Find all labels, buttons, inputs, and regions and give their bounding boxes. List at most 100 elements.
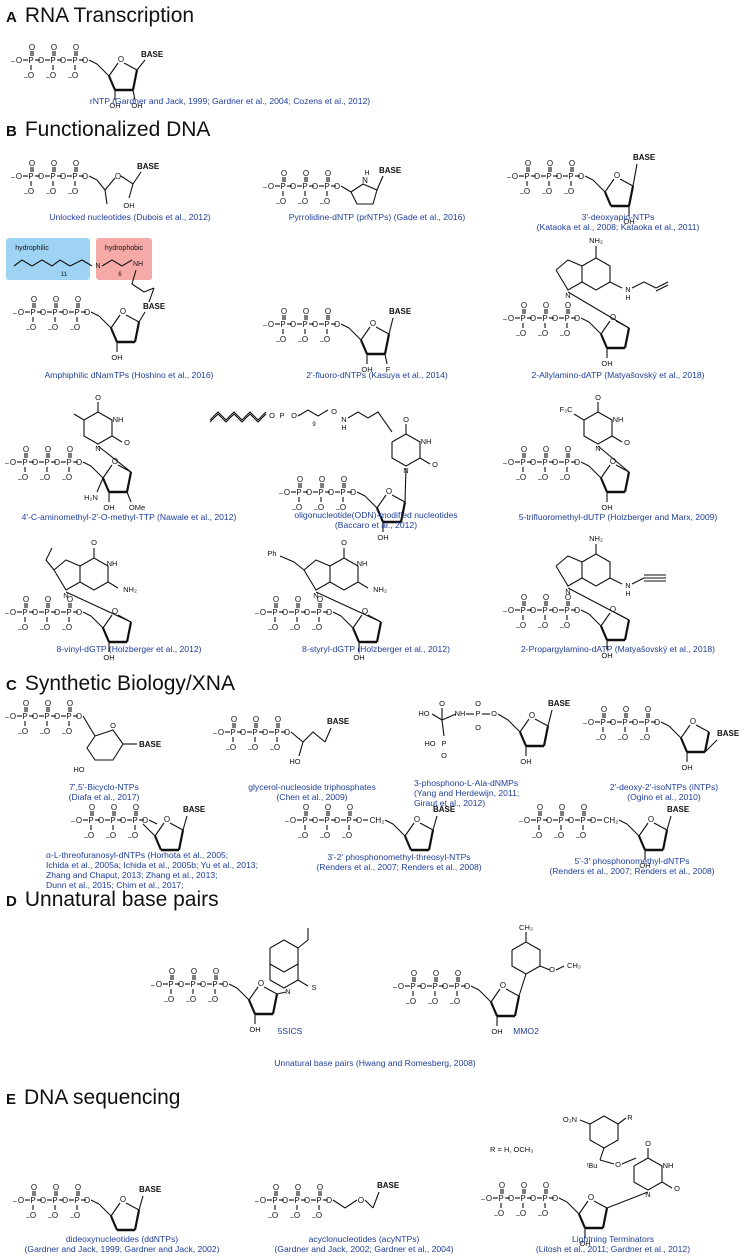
bond-line <box>391 494 406 503</box>
ring-oxygen-label: O <box>610 313 616 322</box>
oxygen-label: O <box>45 699 51 708</box>
oxygen-label: O <box>403 415 409 424</box>
oxygen-label: O <box>190 995 196 1004</box>
oxygen-label: O <box>312 320 318 329</box>
phosphorus-label: P <box>524 172 529 181</box>
phosphorus-label: P <box>230 728 235 737</box>
ring-oxygen-label: O <box>610 605 616 614</box>
charge-label: – <box>298 338 302 345</box>
bond-line <box>638 822 649 837</box>
phosphorus-label: P <box>498 1194 503 1203</box>
oxygen-label: O <box>60 56 66 65</box>
section-c-header: C Synthetic Biology/XNA <box>6 672 235 696</box>
bond-line <box>148 287 155 303</box>
oxygen-label: O <box>282 608 288 617</box>
oxygen-label: O <box>290 816 296 825</box>
oxygen-label: O <box>530 458 536 467</box>
oxygen-label: O <box>53 1183 59 1192</box>
charge-label: – <box>186 998 190 1005</box>
charge-label: – <box>268 1214 272 1221</box>
caption-line: Zhang and Chaput, 2013; Zhang et al., 20… <box>46 870 218 880</box>
phosphorus-label: P <box>274 728 279 737</box>
vinyl-group <box>45 547 55 571</box>
amine-label: NH₂ <box>123 585 137 594</box>
bond-line <box>427 829 435 851</box>
ring-oxygen-label: O <box>118 55 124 64</box>
oxygen-label: O <box>294 1211 300 1220</box>
bond-line <box>340 185 352 193</box>
bond-line <box>505 988 520 997</box>
bond-line <box>263 986 278 995</box>
amide-label: NH <box>455 709 466 718</box>
charge-label: – <box>560 476 564 483</box>
hydroxyl-label: OH <box>361 365 372 374</box>
oxygen-label: O <box>498 1209 504 1218</box>
base-label: BASE <box>139 740 162 749</box>
oxygen-label: O <box>32 608 38 617</box>
phosphorus-label: P <box>280 320 285 329</box>
amide-label: NH <box>421 437 432 446</box>
glycerol-chain <box>290 731 326 743</box>
section-title: DNA sequencing <box>24 1086 181 1109</box>
oxygen-label: O <box>32 712 38 721</box>
oxygen-label: O <box>282 1196 288 1205</box>
section-d-header: D Unnatural base pairs <box>6 888 219 912</box>
methyl-label: CH₃ <box>567 961 581 970</box>
bond-line <box>519 718 530 733</box>
oxygen-label: O <box>521 1181 527 1190</box>
oxygen-label: O <box>454 997 460 1006</box>
oxygen-label: O <box>520 621 526 630</box>
oxygen-label: O <box>67 445 73 454</box>
oxygen-label: O <box>542 621 548 630</box>
oxygen-label: O <box>23 595 29 604</box>
charge-label: – <box>542 190 546 197</box>
phosphorus-label: P <box>168 980 173 989</box>
phosphorus-label: P <box>190 980 195 989</box>
oxygen-label: O <box>341 475 347 484</box>
oxygen-label: O <box>475 723 481 732</box>
oxygen-label: O <box>486 1194 492 1203</box>
nitrogen-label: N <box>625 581 630 590</box>
phosphorus-label: P <box>74 1196 79 1205</box>
charge-label: – <box>596 736 600 743</box>
bond-line <box>82 715 96 737</box>
repeat-subscript: 6 <box>118 272 122 278</box>
charge-label: – <box>62 476 66 483</box>
bond-line <box>470 985 480 991</box>
pyrimidine-ring <box>79 557 109 591</box>
hydrophobic-label: hydrophobic <box>105 245 144 252</box>
section-title: Synthetic Biology/XNA <box>24 672 235 695</box>
phosphorus-label: P <box>302 320 307 329</box>
bond-line <box>228 983 238 989</box>
oxygen-label: O <box>73 159 79 168</box>
oxygen-label: O <box>54 458 60 467</box>
charge-label: – <box>106 834 110 841</box>
charge-label: – <box>255 610 259 617</box>
charge-label: – <box>583 720 587 727</box>
phosphorus-label: P <box>66 608 71 617</box>
pyrimidine-ring <box>581 553 611 587</box>
charge-label: – <box>298 200 302 207</box>
charge-label: – <box>26 1214 30 1221</box>
oxygen-label: O <box>74 323 80 332</box>
caption-line: 3'-2' phosphonomethyl-threosyl-NTPs <box>327 852 471 862</box>
repeat-subscript: 9 <box>312 422 316 428</box>
oxygen-label: O <box>543 301 549 310</box>
phosphorus-label: P <box>546 172 551 181</box>
charge-label: – <box>618 736 622 743</box>
oxygen-label: O <box>411 969 417 978</box>
oxygen-label: O <box>120 816 126 825</box>
oxygen-label: O <box>44 727 50 736</box>
charge-label: – <box>516 332 520 339</box>
charge-label: – <box>13 310 17 317</box>
bond-line <box>82 461 92 467</box>
bond-line <box>580 461 590 467</box>
bond-line <box>580 317 590 323</box>
bond-line <box>96 63 110 77</box>
caption-line: (Diafa et al., 2017) <box>68 792 140 802</box>
oxygen-label: O <box>569 159 575 168</box>
